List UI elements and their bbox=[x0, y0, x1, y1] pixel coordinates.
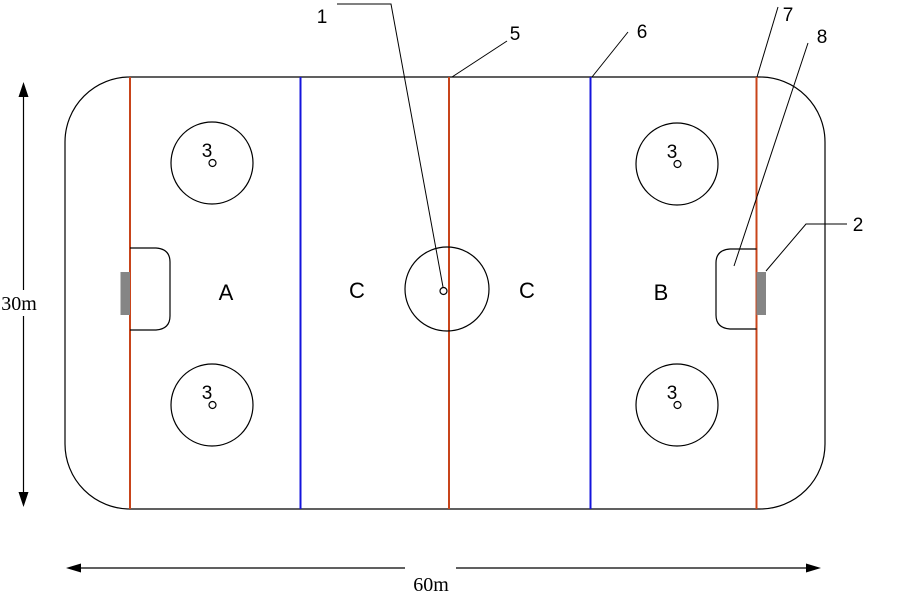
zone-label-a: A bbox=[219, 280, 234, 305]
center-spot bbox=[439, 286, 448, 296]
height-dimension-label: 30m bbox=[1, 293, 37, 315]
faceoff-circle-outline bbox=[170, 363, 254, 447]
width-dimension-label: 60m bbox=[413, 574, 449, 596]
callout-6-leader bbox=[591, 31, 629, 78]
dimensions: 30m 60m bbox=[1, 82, 821, 596]
faceoff-circle-outline bbox=[635, 363, 719, 447]
faceoff-circle-top-left: 3 bbox=[170, 121, 254, 205]
height-dimension: 30m bbox=[1, 82, 37, 507]
goal-cage-left bbox=[120, 272, 130, 315]
goal-cage-right bbox=[756, 272, 766, 315]
callout-2-leader bbox=[765, 223, 847, 272]
goal-crease-left bbox=[130, 247, 171, 331]
zone-label-b: B bbox=[654, 280, 669, 305]
width-dimension: 60m bbox=[66, 563, 821, 596]
faceoff-label: 3 bbox=[667, 383, 678, 404]
faceoff-circle-outline bbox=[170, 121, 254, 205]
callout-1-label: 1 bbox=[317, 7, 328, 28]
rink: 3 3 3 3 bbox=[64, 76, 826, 510]
faceoff-spot bbox=[673, 400, 682, 410]
center-circle-outline bbox=[404, 246, 490, 332]
arrow-up-icon bbox=[18, 82, 29, 97]
callout-1-leader bbox=[337, 3, 444, 288]
arrow-left-icon bbox=[66, 563, 81, 573]
arrow-down-icon bbox=[18, 492, 29, 507]
callout-7-leader bbox=[756, 6, 779, 78]
arrow-right-icon bbox=[806, 563, 821, 573]
callout-7-label: 7 bbox=[783, 5, 794, 26]
faceoff-spot bbox=[208, 400, 217, 410]
faceoff-circle-bottom-right: 3 bbox=[635, 363, 719, 447]
callout-2-label: 2 bbox=[853, 215, 864, 236]
faceoff-circle-bottom-left: 3 bbox=[170, 363, 254, 447]
rink-boards bbox=[64, 76, 826, 510]
callout-5-label: 5 bbox=[510, 24, 521, 45]
callouts: 1 5 6 7 8 2 bbox=[317, 3, 864, 288]
faceoff-spot bbox=[673, 159, 682, 169]
faceoff-label: 3 bbox=[202, 383, 213, 404]
faceoff-label: 3 bbox=[202, 141, 213, 162]
faceoff-circle-top-right: 3 bbox=[635, 122, 719, 206]
callout-8-label: 8 bbox=[817, 27, 828, 48]
callout-5-leader bbox=[451, 40, 508, 78]
faceoff-spot bbox=[208, 158, 217, 168]
faceoff-circle-outline bbox=[635, 122, 719, 206]
callout-8-leader bbox=[733, 42, 809, 267]
faceoff-label: 3 bbox=[667, 142, 678, 163]
zone-label-c-left: C bbox=[349, 278, 365, 303]
zone-label-c-right: C bbox=[519, 278, 535, 303]
callout-6-label: 6 bbox=[637, 22, 648, 43]
center-circle bbox=[404, 246, 490, 332]
zone-labels: A C C B bbox=[219, 278, 669, 305]
goal-crease-right bbox=[715, 248, 757, 330]
